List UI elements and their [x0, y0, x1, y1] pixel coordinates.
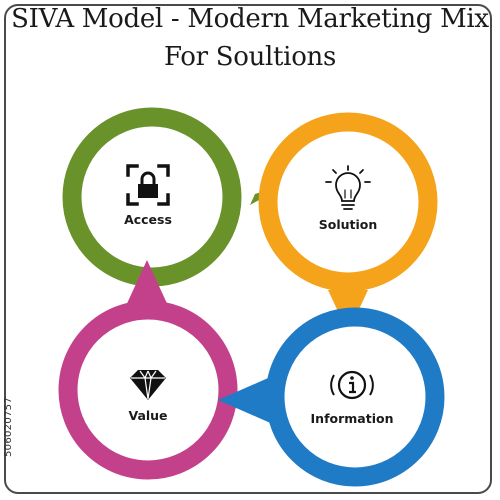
information-node — [218, 307, 445, 487]
access-label: Access — [124, 212, 172, 227]
information-pointer — [218, 375, 275, 425]
lock-focus-icon — [126, 164, 170, 206]
solution-ring — [258, 112, 438, 292]
value-node — [58, 260, 238, 480]
title-line-1: SIVA Model - Modern Marketing Mix — [11, 4, 489, 34]
title-line-2: For Soultions — [163, 42, 337, 72]
value-pointer — [124, 260, 170, 310]
info-icon — [330, 370, 374, 400]
lightbulb-icon — [325, 165, 371, 210]
stock-id-text: 506020757 — [3, 397, 14, 457]
diamond-icon — [130, 370, 166, 400]
solution-node — [258, 112, 438, 333]
solution-label: Solution — [319, 217, 378, 232]
information-label: Information — [311, 411, 394, 426]
value-label: Value — [128, 408, 167, 423]
